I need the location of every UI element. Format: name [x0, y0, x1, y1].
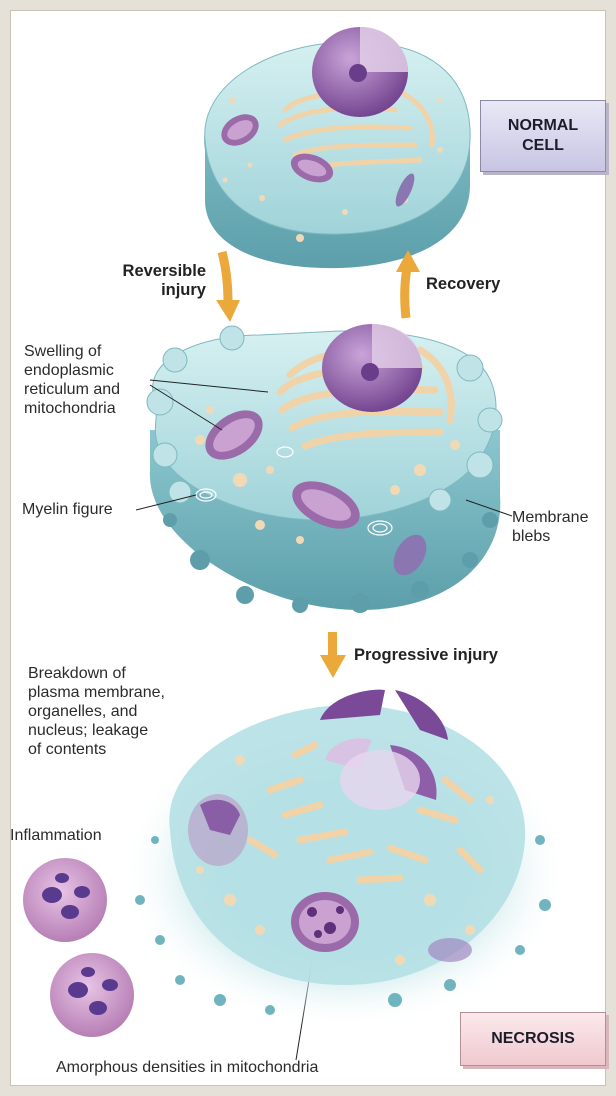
swollen-mitochondrion — [205, 410, 360, 529]
nucleus — [322, 324, 422, 412]
recovery-label: Recovery — [426, 275, 501, 293]
reversible-injury-label: Reversible injury — [122, 262, 206, 299]
progressive-injury-label: Progressive injury — [354, 646, 498, 664]
amorphous-densities-label: Amorphous densities in mitochondria — [56, 1059, 319, 1076]
necrotic-cell — [120, 689, 570, 1030]
inflammatory-cell — [23, 858, 107, 942]
myelin-figure — [195, 446, 393, 536]
membrane-blebs-label: Membrane blebs — [512, 509, 589, 545]
breakdown-label: Breakdown of plasma membrane, organelles… — [28, 665, 165, 758]
fragmented-endoplasmic-reticulum — [246, 741, 484, 884]
normal-cell-label: NORMAL CELL — [480, 100, 606, 172]
progressive-injury-arrow — [320, 632, 346, 678]
mitochondrion — [221, 114, 334, 183]
myelin-figure-label: Myelin figure — [22, 501, 113, 518]
injured-cell — [146, 324, 503, 613]
inflammatory-cell — [50, 953, 134, 1037]
inflammation-label: Inflammation — [10, 827, 102, 844]
damaged-mitochondrion — [188, 794, 359, 952]
swelling-label: Swelling of endoplasmic reticulum and mi… — [24, 343, 121, 417]
nucleus — [312, 27, 408, 117]
reversible-injury-arrow — [216, 250, 240, 322]
necrosis-label: NECROSIS — [460, 1012, 606, 1066]
normal-cell — [204, 27, 471, 269]
recovery-arrow — [396, 250, 420, 319]
disrupted-nucleus — [320, 689, 448, 810]
